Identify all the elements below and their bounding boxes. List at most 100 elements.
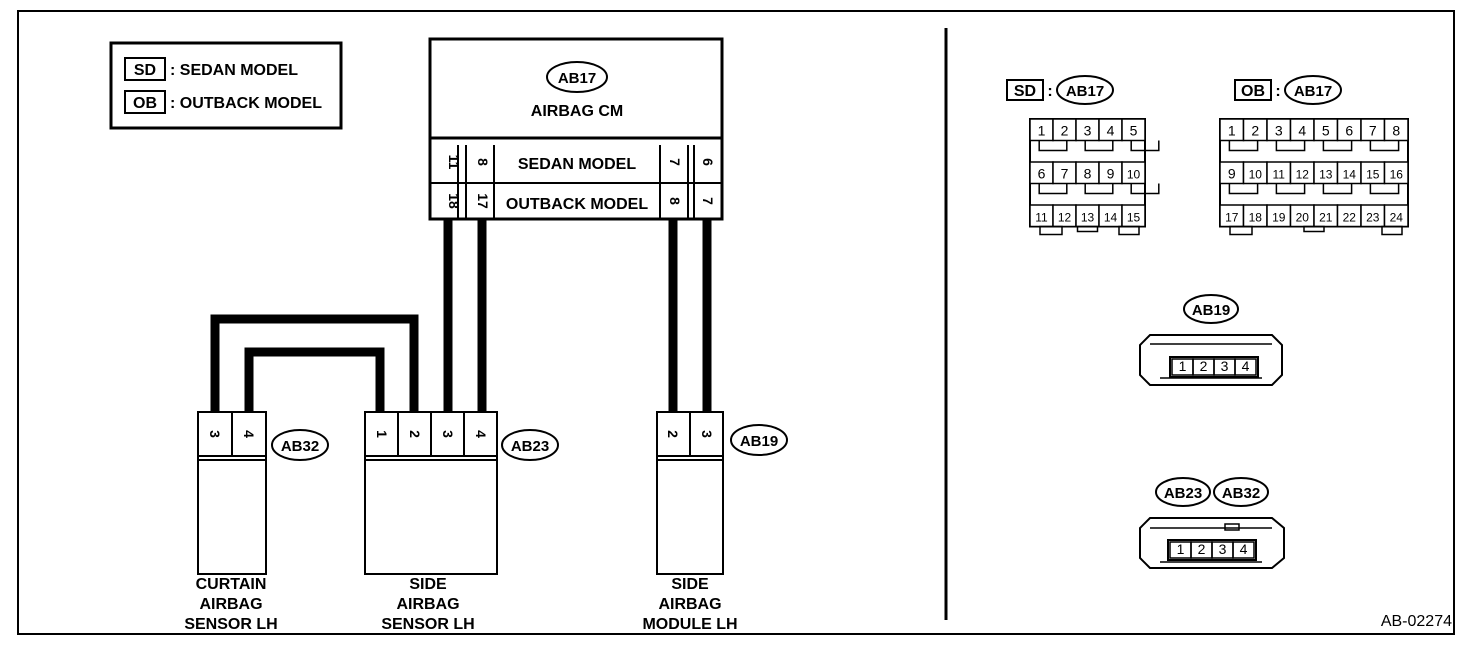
ob-ab17-pin-5: 5 — [1322, 123, 1330, 139]
outback-pin-8: 8 — [667, 197, 683, 205]
ob-header-oval — [1284, 75, 1342, 105]
sd-ab17-latch — [1130, 140, 1160, 152]
ab23-pin-3: 3 — [440, 430, 456, 438]
legend-box — [109, 41, 343, 130]
ab32-face-oval — [1213, 477, 1269, 507]
ab32-body — [197, 455, 267, 575]
ob-ab17-pin-16: 16 — [1390, 168, 1404, 182]
connector-ab23: 1 2 3 4 AB23 SIDE AIRBAG SENSOR LH — [364, 411, 559, 633]
ab23-pin-1: 1 — [374, 430, 390, 438]
airbag-cm-box — [428, 37, 724, 221]
outback-row-label: OUTBACK MODEL — [506, 196, 648, 213]
ob-ab17-pin-21: 21 — [1319, 211, 1333, 225]
sedan-pin-7: 7 — [667, 158, 683, 166]
ab19-tag-oval — [730, 424, 788, 456]
ob-ab17-pin-2: 2 — [1251, 123, 1259, 139]
sd-ab17-header: SD : AB17 — [1006, 75, 1114, 105]
ob-ab17-pin-13: 13 — [1319, 168, 1333, 182]
legend-ob-box — [124, 90, 166, 114]
ab19-face-pin-row — [1169, 356, 1259, 378]
ab32-name-line-2: AIRBAG — [199, 596, 262, 613]
sd-ab17-pin-15: 15 — [1127, 211, 1141, 225]
ob-ab17-pin-8: 8 — [1392, 123, 1400, 139]
ob-header-tag: AB17 — [1294, 83, 1332, 100]
ob-ab17-latch — [1275, 140, 1306, 152]
sd-ab17-latch — [1084, 183, 1114, 195]
sd-ab17-pin-3: 3 — [1084, 123, 1092, 139]
ab19-face-pin-3: 3 — [1221, 358, 1229, 374]
ab32-pin-3: 3 — [207, 430, 223, 438]
ab23-face-pin-row — [1167, 539, 1257, 561]
airbag-cm-tag: AB17 — [558, 70, 596, 87]
ob-ab17-pin-18: 18 — [1249, 211, 1263, 225]
ob-ab17-tab — [1229, 225, 1253, 236]
ab19-name-line-3: MODULE LH — [642, 616, 737, 633]
ab19-face-pin-1: 1 — [1179, 358, 1187, 374]
ab32-tag-oval — [271, 429, 329, 461]
sd-ab17-latch — [1130, 183, 1160, 195]
sd-ab17-pin-11: 11 — [1035, 211, 1048, 225]
sd-ab17-pin-2: 2 — [1061, 123, 1069, 139]
ab19-pin-2: 2 — [665, 430, 681, 438]
ob-ab17-pin-9: 9 — [1228, 166, 1236, 182]
ab23-body — [364, 455, 498, 575]
sedan-row-label: SEDAN MODEL — [518, 156, 636, 173]
ob-ab17-pin-12: 12 — [1296, 168, 1310, 182]
ob-header-box — [1234, 79, 1272, 101]
figure-code: AB-02274 — [1381, 613, 1452, 630]
outback-pin-18: 18 — [446, 193, 462, 209]
ab19-face-tag: AB19 — [1192, 302, 1230, 319]
wires — [210, 219, 712, 412]
sd-ab17-pin-8: 8 — [1084, 166, 1092, 182]
legend: SD : SEDAN MODEL OB : OUTBACK MODEL — [109, 41, 343, 130]
sd-ab17-pin-6: 6 — [1038, 166, 1046, 182]
ob-ab17-pin-7: 7 — [1369, 123, 1377, 139]
sd-ab17-pin-14: 14 — [1104, 211, 1118, 225]
sd-header-tag: AB17 — [1066, 83, 1104, 100]
ab23-pin-2: 2 — [407, 430, 423, 438]
ob-ab17-pin-10: 10 — [1249, 168, 1263, 182]
ob-header-colon: : — [1275, 83, 1280, 100]
sd-header-colon: : — [1047, 83, 1052, 100]
sd-ab17-pin-13: 13 — [1081, 211, 1095, 225]
sd-ab17-pin-1: 1 — [1038, 123, 1046, 139]
ob-ab17-latch — [1322, 183, 1353, 195]
sd-ab17-pin-10: 10 — [1127, 168, 1141, 182]
sd-ab17-cell — [1121, 118, 1146, 142]
ob-ab17-pin-24: 24 — [1390, 211, 1404, 225]
airbag-cm-title: AIRBAG CM — [531, 103, 623, 120]
sd-ab17-tab — [1039, 225, 1063, 236]
outback-pin-7: 7 — [700, 197, 716, 205]
ob-ab17-latch — [1275, 183, 1306, 195]
ob-ab17-cell — [1383, 161, 1409, 185]
ob-ab17-latch — [1369, 183, 1400, 195]
sd-ab17-tab — [1076, 225, 1099, 233]
sd-header-box — [1006, 79, 1044, 101]
ob-header-code: OB — [1241, 83, 1265, 100]
ab19-tag: AB19 — [740, 433, 778, 450]
ab19-face-pin-4: 4 — [1242, 358, 1250, 374]
legend-sd-box — [124, 57, 166, 81]
sd-ab17-tab — [1118, 225, 1140, 236]
ob-ab17-latch — [1369, 140, 1400, 152]
ab23-tag-oval — [501, 429, 559, 461]
outer-frame — [17, 10, 1455, 635]
sd-ab17-pin-7: 7 — [1061, 166, 1069, 182]
ob-ab17-pin-1: 1 — [1228, 123, 1236, 139]
ab19-face-pin-2: 2 — [1200, 358, 1208, 374]
ab23-face-latch — [1224, 523, 1240, 531]
sd-ab17-latch — [1038, 140, 1068, 152]
ob-ab17-pin-14: 14 — [1343, 168, 1357, 182]
ab23-face-pin-2: 2 — [1198, 541, 1206, 557]
legend-sd-label: : SEDAN MODEL — [170, 62, 298, 79]
ab23-face-tag: AB23 — [1164, 485, 1202, 502]
ob-ab17-pin-15: 15 — [1366, 168, 1380, 182]
ob-ab17-header: OB : AB17 — [1234, 75, 1342, 105]
ab23-face-pin-1: 1 — [1177, 541, 1185, 557]
ob-ab17-pin-6: 6 — [1345, 123, 1353, 139]
